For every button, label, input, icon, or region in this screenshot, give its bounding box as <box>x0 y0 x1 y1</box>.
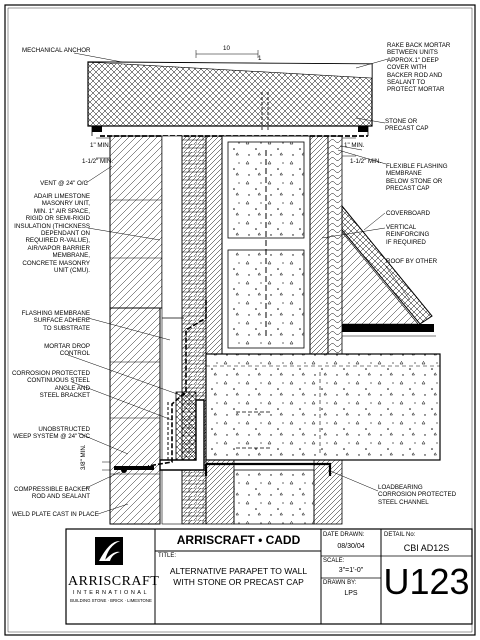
dim-1in-min-left: 1" MIN. <box>90 142 111 149</box>
drawn-by-label: DRAWN BY: <box>323 580 357 586</box>
callout-steel-channel: LOADBEARING CORROSION PROTECTED STEEL CH… <box>378 484 457 506</box>
callout-vent: VENT @ 24" O/C <box>40 180 88 187</box>
dim-1in-half-left: 1-1/2" MIN. <box>82 158 114 165</box>
callout-weep-system: UNOBSTRUCTED WEEP SYSTEM @ 24" O/C <box>13 426 90 441</box>
callout-limestone-wall: ADAIR LIMESTONE MASONRY UNIT, MIN. 1" AI… <box>14 193 90 275</box>
company-tagline: BUILDING STONE · BRICK · LIMESTONE <box>70 598 152 603</box>
arriscraft-logo-icon <box>95 537 123 565</box>
detail-label: DETAIL No: <box>384 532 416 538</box>
title-line-2: WITH STONE OR PRECAST CAP <box>173 577 304 587</box>
company-name: ARRISCRAFT <box>68 574 160 589</box>
drawn-by-value: LPS <box>344 590 358 597</box>
callout-mortar-drop: MORTAR DROP CONTROL <box>44 343 90 358</box>
dimension-top: 10 <box>223 45 230 52</box>
company-sub: INTERNATIONAL <box>72 590 150 596</box>
dimension-tick: 1 <box>258 55 262 62</box>
callout-flashing-membrane: FLASHING MEMBRANE SURFACE ADHERE TO SUBS… <box>21 310 90 332</box>
title-label: TITLE: <box>158 553 177 559</box>
callout-roof: ROOF BY OTHER <box>386 258 438 265</box>
callout-vertical-reinforcing: VERTICAL REINFORCING IF REQUIRED <box>386 224 430 246</box>
date-label: DATE DRAWN: <box>323 532 365 538</box>
scale-label: SCALE: <box>323 558 345 564</box>
callout-backer-rod: COMPRESSIBLE BACKER ROD AND SEALANT <box>14 486 90 501</box>
dim-3-8-min: 3/8" MIN. <box>80 444 87 470</box>
callout-weld-plate: WELD PLATE CAST IN PLACE <box>12 511 99 518</box>
callout-rake-back-mortar: RAKE BACK MORTAR BETWEEN UNITS APPROX.1"… <box>387 42 451 94</box>
dim-1in-min-right: 1" MIN. <box>344 142 365 149</box>
sheet-number: U123 <box>383 561 470 602</box>
scale-value: 3"=1'-0" <box>338 567 364 574</box>
title-line-1: ALTERNATIVE PARAPET TO WALL <box>169 566 308 576</box>
title-block <box>65 528 473 625</box>
callout-stone-cap: STONE OR PRECAST CAP <box>385 118 429 133</box>
detail-value: CBI AD12S <box>403 543 450 553</box>
callout-coverboard: COVERBOARD <box>386 210 431 217</box>
callout-flexible-flashing: FLEXIBLE FLASHING MEMBRANE BELOW STONE O… <box>386 163 448 193</box>
date-value: 08/30/04 <box>337 543 365 550</box>
callout-steel-angle: CORROSION PROTECTED CONTINUOUS STEEL ANG… <box>11 370 90 400</box>
title-block-header: ARRISCRAFT • CADD <box>176 533 301 547</box>
dim-1in-half-right: 1-1/2" MIN. <box>350 158 382 165</box>
callout-mechanical-anchor: MECHANICAL ANCHOR <box>22 47 91 54</box>
